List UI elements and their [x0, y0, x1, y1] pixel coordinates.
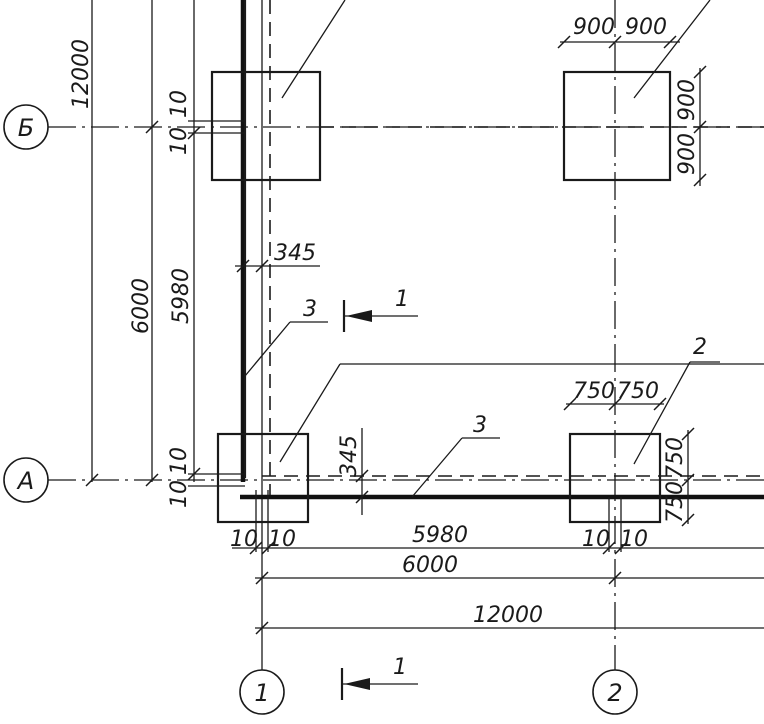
dim-900-tick2 [608, 35, 622, 49]
dim-text-900-upper: 900 [675, 79, 700, 121]
dim-tick-h5980-3 [602, 541, 616, 555]
dim-tick-h6000-1 [255, 571, 269, 585]
dim-text-2-right: 10 [620, 527, 648, 552]
walls [240, 0, 764, 500]
dim-text-900-left: 900 [573, 15, 615, 40]
dim-tick-h12000-1 [255, 621, 269, 635]
dim-tick-6000-a [145, 473, 159, 487]
axis-bubbles [3, 104, 638, 715]
dim-text-12000: 12000 [69, 39, 94, 109]
section-markers [340, 300, 418, 700]
axis-bubble-1 [239, 669, 285, 715]
footing-b2 [562, 70, 672, 182]
dim-750-side-tick1 [681, 427, 695, 441]
leader-a1 [279, 363, 341, 463]
dim-345-top-tick2 [255, 259, 269, 273]
dim-750-side-tick3 [681, 513, 695, 527]
dim-tick-h5980-4 [614, 541, 628, 555]
dim-text-900-lower: 900 [675, 133, 700, 175]
dim-tick-5980-a [187, 467, 201, 481]
dim-text-750-right: 750 [617, 379, 659, 404]
dim-900-side-tick1 [693, 65, 707, 79]
dim-text-b-top: 10 [167, 90, 192, 118]
dim-750-tick1 [563, 397, 577, 411]
labels: Б А 1 2 12000 6000 5980 10 10 10 10 345 … [16, 15, 707, 707]
dim-text-345-right: 345 [337, 435, 362, 477]
footing-b1 [210, 70, 322, 182]
leader-3-wall [244, 321, 291, 377]
dim-900-side-tick3 [693, 173, 707, 187]
dim-tick-h5980-1 [249, 541, 263, 555]
marker-2: 2 [693, 335, 707, 360]
marker-3-beam: 3 [473, 413, 487, 438]
dim-text-h5980: 5980 [412, 523, 468, 548]
footing-a1 [216, 432, 310, 524]
dim-text-a-top: 10 [167, 447, 192, 475]
dim-750-side-tick2 [681, 473, 695, 487]
horizontal-dimensions [232, 541, 764, 635]
dim-text-750-lower: 750 [663, 481, 688, 523]
dim-tick-12000 [85, 473, 99, 487]
leader-2 [633, 361, 691, 465]
dim-750-tick3 [653, 397, 667, 411]
dim-345 [235, 259, 369, 515]
dim-text-a-bottom: 10 [167, 480, 192, 508]
marker-3-wall: 3 [303, 297, 317, 322]
dim-text-6000: 6000 [129, 278, 154, 334]
dim-345-right-tick1 [355, 469, 369, 483]
leader-b1 [281, 0, 346, 99]
axis-bubble-b [3, 104, 49, 150]
dim-tick-5980-b [187, 126, 201, 140]
footings [188, 70, 672, 552]
axis-bubble-a [3, 457, 49, 503]
marker-section-1-bottom: 1 [393, 655, 407, 680]
dim-345-top-tick1 [236, 259, 250, 273]
leader-3-beam [411, 437, 463, 498]
dim-text-750-left: 750 [573, 379, 615, 404]
dim-text-2-left: 10 [582, 527, 610, 552]
dim-900-side-tick2 [693, 120, 707, 134]
footing-a2 [568, 432, 662, 524]
col2-dimensions [557, 35, 707, 527]
leader-b2 [633, 0, 711, 99]
dim-text-345-top: 345 [274, 241, 316, 266]
axis-bubble-2 [592, 669, 638, 715]
dim-900-tick1 [557, 35, 571, 49]
dim-text-b-bottom: 10 [167, 127, 192, 155]
axis-label-2: 2 [607, 679, 622, 707]
dim-750-tick2 [608, 397, 622, 411]
marker-section-1-top: 1 [395, 287, 409, 312]
dim-345-right-tick2 [355, 490, 369, 504]
grid-axes [48, 0, 764, 670]
leaders [244, 0, 764, 498]
dim-text-5980: 5980 [169, 268, 194, 324]
section-1-bottom-arrow-head [344, 678, 370, 690]
dim-900-tick3 [663, 35, 677, 49]
dim-text-h12000: 12000 [473, 603, 543, 628]
axis-label-b: Б [18, 114, 34, 142]
dim-text-h6000: 6000 [402, 553, 458, 578]
dim-text-750-upper: 750 [663, 437, 688, 479]
axis-label-a: А [16, 467, 34, 495]
axis-label-1: 1 [254, 679, 269, 707]
dim-text-900-right: 900 [625, 15, 667, 40]
dim-tick-h5980-2 [261, 541, 275, 555]
vertical-dimensions [85, 0, 201, 487]
dim-text-1-left: 10 [230, 527, 258, 552]
dim-text-1-right: 10 [268, 527, 296, 552]
dim-tick-6000-b [145, 120, 159, 134]
section-1-top-arrow-head [346, 310, 372, 322]
dim-tick-h6000-2 [608, 571, 622, 585]
